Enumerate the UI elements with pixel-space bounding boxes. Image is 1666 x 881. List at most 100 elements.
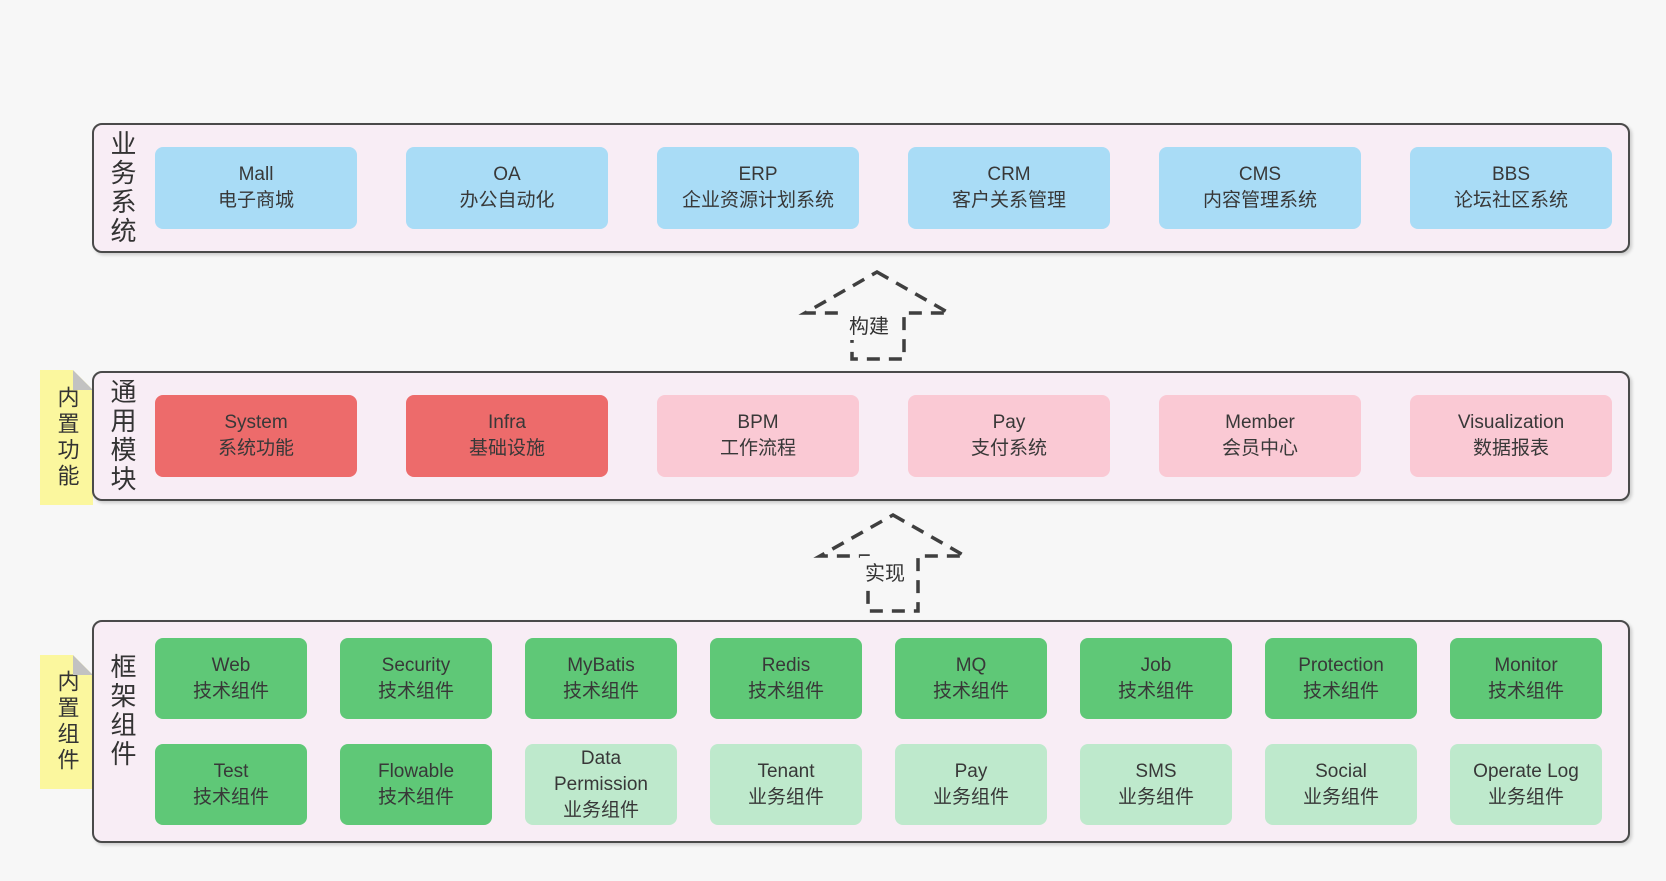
box-redis: Redis 技术组件: [710, 638, 862, 719]
box-pay: Pay 支付系统: [908, 395, 1110, 477]
layer-label: 通用模块: [94, 373, 150, 499]
box-title: Web: [211, 654, 251, 676]
box-web: Web 技术组件: [155, 638, 307, 719]
box-subtitle: 业务组件: [562, 799, 639, 821]
box-subtitle: 支付系统: [970, 438, 1047, 459]
box-title: Data Permission: [554, 747, 648, 795]
box-flowable: Flowable 技术组件: [340, 744, 492, 825]
folded-corner-icon: [73, 655, 93, 675]
box-subtitle: 技术组件: [192, 680, 269, 702]
box-title: System: [224, 412, 288, 433]
box-row: Mall 电子商城 OA 办公自动化 ERP 企业资源计划系统 CRM 客户关系…: [155, 125, 1612, 251]
box-subtitle: 内容管理系统: [1202, 190, 1317, 211]
layer-label-text: 业务系统: [107, 130, 137, 246]
box-row: Test 技术组件 Flowable 技术组件 Data Permission …: [155, 744, 1602, 825]
layer-framework-components: 框架组件 Web 技术组件 Security 技术组件 MyBatis 技术组件…: [92, 620, 1630, 843]
box-title: Infra: [487, 412, 527, 433]
box-tenant: Tenant 业务组件: [710, 744, 862, 825]
arrow-label: 构建: [844, 309, 894, 340]
box-subtitle: 数据报表: [1472, 438, 1549, 459]
box-title: CRM: [987, 164, 1031, 185]
box-subtitle: 办公自动化: [459, 190, 555, 211]
box-title: Visualization: [1457, 412, 1565, 433]
box-title: BPM: [737, 412, 779, 433]
box-social: Social 业务组件: [1265, 744, 1417, 825]
box-oa: OA 办公自动化: [406, 147, 608, 229]
folded-corner-icon: [73, 370, 93, 390]
box-subtitle: 论坛社区系统: [1453, 190, 1568, 211]
arrow-label: 实现: [860, 556, 910, 587]
box-mq: MQ 技术组件: [895, 638, 1047, 719]
box-subtitle: 技术组件: [747, 680, 824, 702]
box-title: Protection: [1298, 654, 1384, 676]
box-pay-component: Pay 业务组件: [895, 744, 1047, 825]
box-data-permission: Data Permission 业务组件: [525, 744, 677, 825]
box-title: OA: [493, 164, 521, 185]
layer-common-modules: 通用模块 System 系统功能 Infra 基础设施 BPM 工作流程 Pay…: [92, 371, 1630, 501]
box-subtitle: 工作流程: [719, 438, 796, 459]
box-mybatis: MyBatis 技术组件: [525, 638, 677, 719]
box-title: Monitor: [1494, 654, 1558, 676]
box-subtitle: 业务组件: [747, 786, 824, 808]
box-title: Pay: [992, 412, 1026, 433]
layer-label: 框架组件: [94, 622, 150, 841]
box-subtitle: 业务组件: [932, 786, 1009, 808]
box-title: MyBatis: [567, 654, 635, 676]
box-member: Member 会员中心: [1159, 395, 1361, 477]
note-text: 内置功能: [54, 385, 80, 490]
box-title: Flowable: [377, 760, 455, 782]
box-subtitle: 技术组件: [562, 680, 639, 702]
up-arrow-shape: [798, 269, 956, 361]
layer-label: 业务系统: [94, 125, 150, 251]
box-bbs: BBS 论坛社区系统: [1410, 147, 1612, 229]
up-arrow-shape: [813, 512, 972, 613]
box-operate-log: Operate Log 业务组件: [1450, 744, 1602, 825]
box-title: Operate Log: [1473, 760, 1579, 782]
box-job: Job 技术组件: [1080, 638, 1232, 719]
box-title: Mall: [238, 164, 274, 185]
build-arrow-icon: [798, 269, 956, 361]
box-title: Security: [381, 654, 451, 676]
box-subtitle: 客户关系管理: [951, 190, 1066, 211]
box-security: Security 技术组件: [340, 638, 492, 719]
box-subtitle: 技术组件: [1487, 680, 1564, 702]
box-infra: Infra 基础设施: [406, 395, 608, 477]
box-subtitle: 技术组件: [377, 680, 454, 702]
box-erp: ERP 企业资源计划系统: [657, 147, 859, 229]
note-text: 内置组件: [54, 670, 80, 774]
box-subtitle: 技术组件: [1117, 680, 1194, 702]
box-protection: Protection 技术组件: [1265, 638, 1417, 719]
box-subtitle: 基础设施: [468, 438, 545, 459]
box-subtitle: 系统功能: [217, 438, 294, 459]
box-test: Test 技术组件: [155, 744, 307, 825]
box-row: Web 技术组件 Security 技术组件 MyBatis 技术组件 Redi…: [155, 638, 1602, 719]
box-title: MQ: [955, 654, 987, 676]
box-title: Tenant: [757, 760, 815, 782]
box-mall: Mall 电子商城: [155, 147, 357, 229]
box-title: Social: [1315, 760, 1367, 782]
box-title: SMS: [1135, 760, 1177, 782]
box-row: System 系统功能 Infra 基础设施 BPM 工作流程 Pay 支付系统…: [155, 373, 1612, 499]
box-crm: CRM 客户关系管理: [908, 147, 1110, 229]
box-title: Redis: [761, 654, 811, 676]
layer-business-systems: 业务系统 Mall 电子商城 OA 办公自动化 ERP 企业资源计划系统 CRM…: [92, 123, 1630, 253]
box-title: Member: [1225, 412, 1295, 433]
box-system: System 系统功能: [155, 395, 357, 477]
box-title: Job: [1140, 654, 1172, 676]
box-visualization: Visualization 数据报表: [1410, 395, 1612, 477]
box-title: CMS: [1238, 164, 1282, 185]
box-subtitle: 技术组件: [932, 680, 1009, 702]
box-subtitle: 技术组件: [377, 786, 454, 808]
box-grid: Web 技术组件 Security 技术组件 MyBatis 技术组件 Redi…: [155, 622, 1602, 841]
box-subtitle: 会员中心: [1221, 438, 1298, 459]
box-bpm: BPM 工作流程: [657, 395, 859, 477]
note-built-in-features: 内置功能: [40, 370, 93, 505]
box-cms: CMS 内容管理系统: [1159, 147, 1361, 229]
box-sms: SMS 业务组件: [1080, 744, 1232, 825]
box-subtitle: 技术组件: [1302, 680, 1379, 702]
note-built-in-components: 内置组件: [40, 655, 93, 789]
box-title: ERP: [738, 164, 778, 185]
box-subtitle: 电子商城: [217, 190, 294, 211]
box-subtitle: 业务组件: [1117, 786, 1194, 808]
